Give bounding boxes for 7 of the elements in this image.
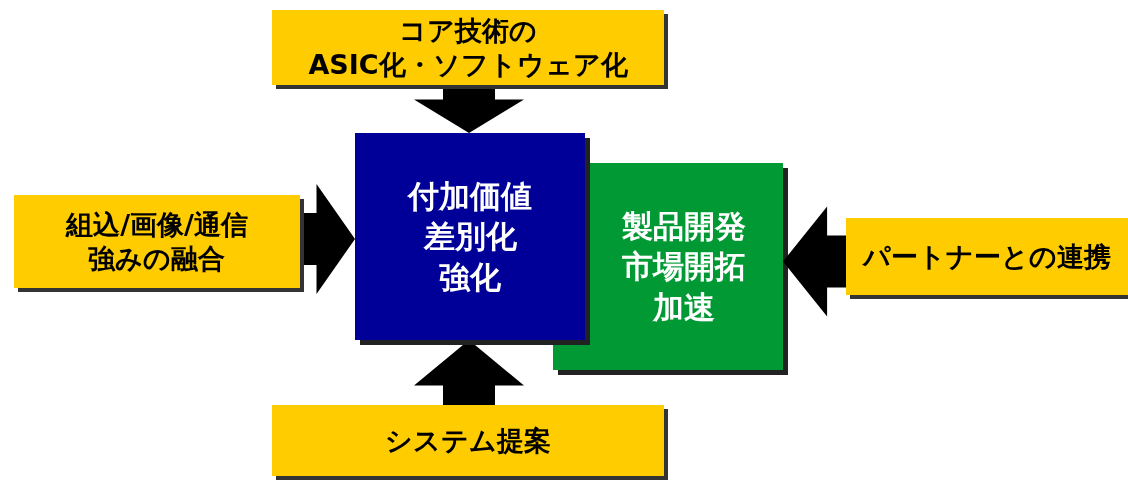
block-arrow	[783, 206, 846, 317]
box-text: 組込/画像/通信強みの融合	[66, 207, 248, 276]
box-text: コア技術のASIC化・ソフトウェア化	[308, 13, 628, 82]
box-text: 付加価値差別化強化	[408, 177, 532, 297]
box-text: パートナーとの連携	[863, 239, 1111, 274]
box-text: システム提案	[385, 423, 551, 458]
box-text: 製品開発市場開拓加速	[622, 207, 746, 327]
